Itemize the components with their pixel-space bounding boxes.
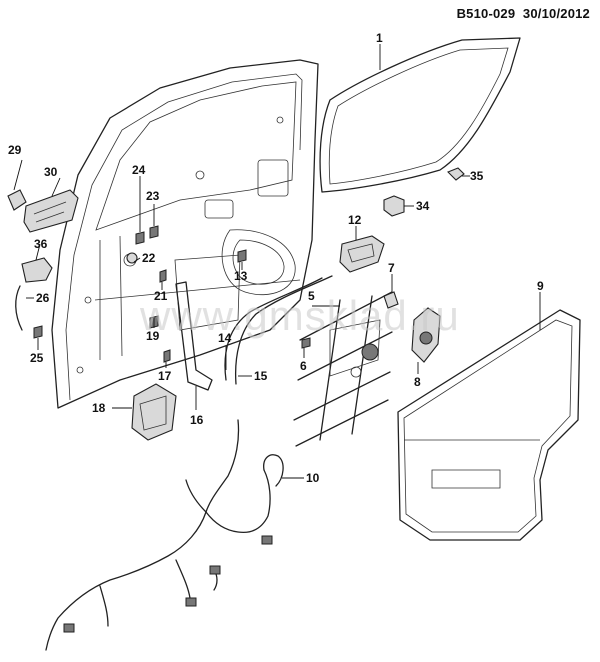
diagram-date: 30/10/2012: [522, 6, 590, 21]
callout-6: 6: [300, 359, 307, 373]
clip-34: [383, 195, 405, 217]
callout-30: 30: [44, 165, 58, 179]
callout-labels: 1 35 34 12 7 9 5 6 8 29 30 24 23 36 22 1…: [8, 31, 544, 485]
callout-29: 29: [8, 143, 22, 157]
callout-35: 35: [470, 169, 484, 183]
callout-8: 8: [414, 375, 421, 389]
cylinder-29: [7, 189, 27, 211]
outer-handle-30: [23, 189, 79, 233]
clip-21: [159, 269, 167, 283]
inner-handle-12: [339, 235, 385, 273]
bolt-6: [301, 337, 311, 349]
door-lock-18: [131, 383, 177, 441]
leader-lines: [13, 44, 541, 479]
door-trim-panel: [397, 309, 581, 541]
callout-23: 23: [146, 189, 160, 203]
callout-24: 24: [132, 163, 146, 177]
watermark-text: www.gmsklad.ru: [140, 292, 460, 339]
window-regulator-5: [293, 291, 393, 447]
callout-7: 7: [388, 261, 395, 275]
bracket-36: [21, 257, 53, 283]
callout-15: 15: [254, 369, 268, 383]
cable-26: [15, 285, 23, 331]
wiring-harness-10: [45, 419, 284, 651]
diagram-header: B510-029 30/10/2012: [457, 6, 590, 21]
screw-25: [33, 325, 43, 339]
callout-5: 5: [308, 289, 315, 303]
callout-19: 19: [146, 329, 160, 343]
callout-34: 34: [416, 199, 430, 213]
callout-12: 12: [348, 213, 362, 227]
callout-18: 18: [92, 401, 106, 415]
callout-36: 36: [34, 237, 48, 251]
channel-16: [175, 281, 213, 391]
callout-25: 25: [30, 351, 44, 365]
bolt-13: [237, 249, 247, 263]
callout-9: 9: [537, 279, 544, 293]
callout-17: 17: [158, 369, 172, 383]
callout-13: 13: [234, 269, 248, 283]
plug-22: [126, 252, 138, 264]
cable-15: [234, 275, 333, 385]
callout-21: 21: [154, 289, 168, 303]
clip-24: [135, 231, 145, 245]
callout-1: 1: [376, 31, 383, 45]
screw-17: [163, 349, 171, 363]
callout-16: 16: [190, 413, 204, 427]
callout-22: 22: [142, 251, 156, 265]
diagram-code: B510-029: [456, 6, 516, 21]
callout-26: 26: [36, 291, 50, 305]
callout-14: 14: [218, 331, 232, 345]
clip-35: [447, 167, 465, 181]
callout-10: 10: [306, 471, 320, 485]
clip-23: [149, 225, 159, 239]
door-glass: [319, 37, 521, 193]
